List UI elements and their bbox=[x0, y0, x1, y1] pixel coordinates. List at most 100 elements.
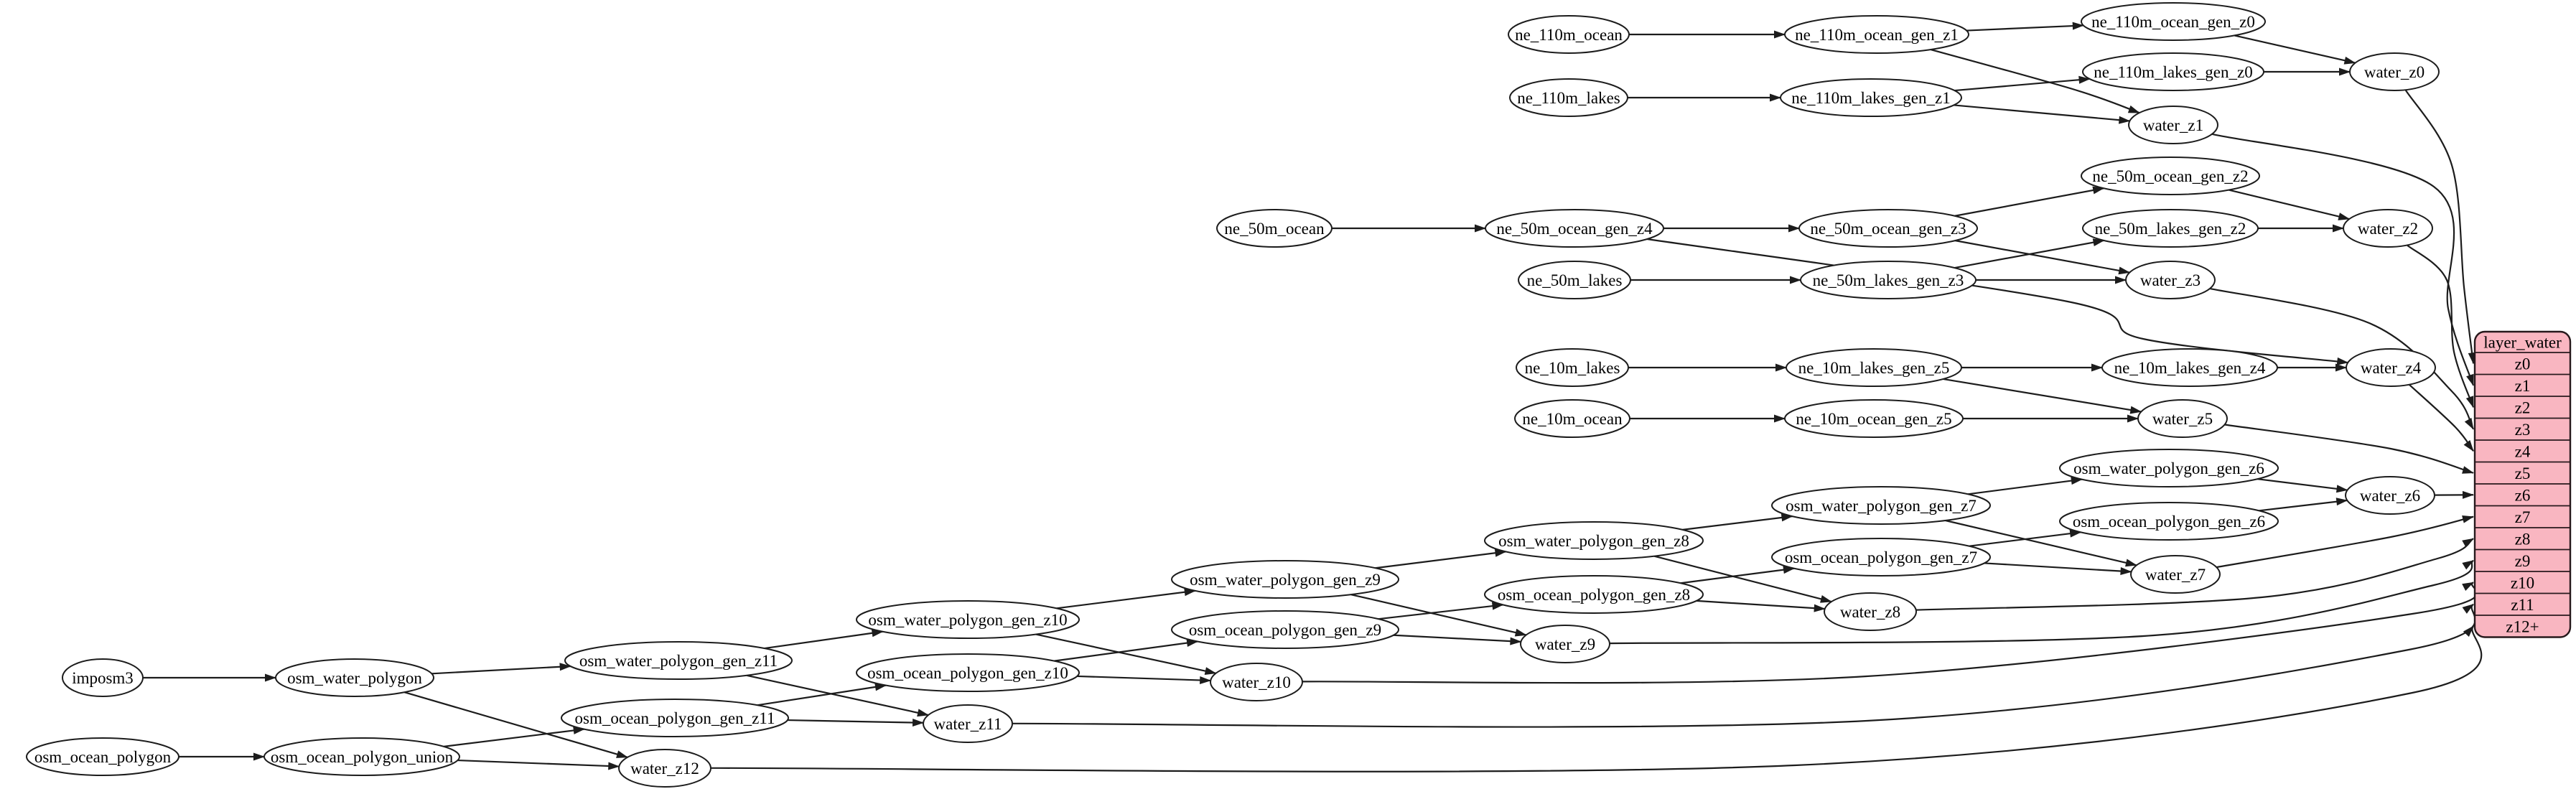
graph-node-ne_110m_ocean: ne_110m_ocean bbox=[1508, 15, 1630, 54]
ne_50m_lakes-ellipse bbox=[1518, 261, 1631, 299]
water_z7-ellipse bbox=[2130, 555, 2221, 594]
osm_ocean_polygon_gen_z9-ellipse bbox=[1171, 610, 1399, 649]
edge-water_z10-to-layer_water-z10 bbox=[1302, 582, 2478, 684]
graph-node-osm_ocean_polygon_union: osm_ocean_polygon_union bbox=[263, 737, 460, 776]
water_z12-ellipse bbox=[618, 749, 711, 788]
edge-osm_water_polygon_gen_z7-to-water_z7 bbox=[1945, 519, 2137, 567]
edge-water_z8-to-layer_water-z8 bbox=[1915, 538, 2474, 611]
graph-node-ne_50m_lakes_gen_z3: ne_50m_lakes_gen_z3 bbox=[1800, 261, 1977, 299]
graph-node-ne_110m_lakes_gen_z1: ne_110m_lakes_gen_z1 bbox=[1780, 78, 1962, 117]
water_z2-ellipse bbox=[2343, 209, 2433, 248]
table-row-label-z7: z7 bbox=[2515, 508, 2531, 526]
node-label-ne_50m_lakes_gen_z3: ne_50m_lakes_gen_z3 bbox=[1813, 271, 1964, 289]
node-label-water_z12: water_z12 bbox=[630, 760, 699, 778]
node-label-water_z9: water_z9 bbox=[1535, 635, 1595, 653]
graph-node-ne_50m_ocean_gen_z4: ne_50m_ocean_gen_z4 bbox=[1485, 209, 1664, 248]
node-label-ne_50m_ocean_gen_z2: ne_50m_ocean_gen_z2 bbox=[2092, 167, 2248, 185]
graph-node-ne_50m_ocean: ne_50m_ocean bbox=[1216, 209, 1333, 248]
graph-node-water_z11: water_z11 bbox=[923, 704, 1013, 743]
node-label-osm_ocean_polygon_gen_z7: osm_ocean_polygon_gen_z7 bbox=[1785, 548, 1977, 566]
edge-ne_50m_lakes_gen_z3-to-ne_50m_lakes_gen_z2 bbox=[1954, 238, 2105, 269]
node-label-water_z5: water_z5 bbox=[2152, 410, 2213, 428]
graph-node-water_z3: water_z3 bbox=[2125, 261, 2216, 299]
graph-node-osm_water_polygon_gen_z7: osm_water_polygon_gen_z7 bbox=[1771, 486, 1991, 525]
ne_110m_ocean_gen_z0-ellipse bbox=[2081, 2, 2266, 41]
node-label-osm_water_polygon_gen_z8: osm_water_polygon_gen_z8 bbox=[1498, 532, 1689, 550]
graph-node-water_z12: water_z12 bbox=[618, 749, 711, 788]
ne_10m_ocean-ellipse bbox=[1514, 399, 1630, 438]
node-label-osm_ocean_polygon_gen_z9: osm_ocean_polygon_gen_z9 bbox=[1189, 621, 1381, 639]
node-label-water_z10: water_z10 bbox=[1222, 673, 1291, 691]
osm_ocean_polygon_gen_z11-ellipse bbox=[561, 699, 789, 737]
graph-node-ne_110m_ocean_gen_z1: ne_110m_ocean_gen_z1 bbox=[1784, 15, 1969, 54]
graph-node-water_z8: water_z8 bbox=[1824, 592, 1917, 631]
ne_10m_lakes_gen_z5-ellipse bbox=[1786, 348, 1962, 387]
osm_ocean_polygon_gen_z7-ellipse bbox=[1771, 538, 1991, 576]
water_z10-ellipse bbox=[1210, 663, 1303, 701]
osm_ocean_polygon_union-ellipse bbox=[263, 737, 460, 776]
edge-osm_water_polygon_gen_z8-to-water_z8 bbox=[1653, 555, 1832, 603]
node-label-osm_ocean_polygon_gen_z11: osm_ocean_polygon_gen_z11 bbox=[575, 709, 775, 727]
ne_50m_lakes_gen_z2-ellipse bbox=[2082, 209, 2259, 248]
table-row-label-z3: z3 bbox=[2515, 421, 2531, 439]
node-label-water_z4: water_z4 bbox=[2361, 359, 2422, 377]
node-label-ne_110m_lakes_gen_z1: ne_110m_lakes_gen_z1 bbox=[1791, 89, 1950, 107]
graph-node-osm_ocean_polygon: osm_ocean_polygon bbox=[26, 737, 179, 776]
node-label-ne_50m_lakes_gen_z2: ne_50m_lakes_gen_z2 bbox=[2095, 220, 2246, 238]
edge-osm_water_polygon_gen_z11-to-water_z11 bbox=[746, 674, 929, 717]
node-label-osm_ocean_polygon_gen_z8: osm_ocean_polygon_gen_z8 bbox=[1498, 586, 1690, 604]
graph-node-osm_ocean_polygon_gen_z9: osm_ocean_polygon_gen_z9 bbox=[1171, 610, 1399, 649]
layer-water-table-title: layer_water bbox=[2483, 334, 2562, 352]
water_z1-ellipse bbox=[2128, 106, 2218, 144]
node-label-water_z2: water_z2 bbox=[2358, 220, 2418, 238]
graph-node-osm_ocean_polygon_gen_z7: osm_ocean_polygon_gen_z7 bbox=[1771, 538, 1991, 576]
edge-water_z9-to-layer_water-z9 bbox=[1609, 559, 2474, 645]
node-label-ne_110m_ocean: ne_110m_ocean bbox=[1515, 26, 1623, 44]
node-label-ne_50m_ocean_gen_z3: ne_50m_ocean_gen_z3 bbox=[1810, 220, 1966, 238]
edge-osm_ocean_polygon_gen_z11-to-osm_ocean_polygon_gen_z10 bbox=[757, 683, 887, 706]
graph-nodes: ne_110m_ocean ne_110m_ocean_gen_z1 ne_110m… bbox=[26, 2, 2440, 788]
ne_10m_lakes-ellipse bbox=[1516, 348, 1629, 387]
water_z11-ellipse bbox=[923, 704, 1013, 743]
graph-node-water_z6: water_z6 bbox=[2345, 476, 2435, 515]
graph-node-ne_110m_ocean_gen_z0: ne_110m_ocean_gen_z0 bbox=[2081, 2, 2266, 41]
node-label-ne_110m_ocean_gen_z0: ne_110m_ocean_gen_z0 bbox=[2091, 13, 2255, 31]
edge-ne_110m_ocean_gen_z0-to-water_z0 bbox=[2234, 34, 2356, 65]
layer-water-table: layer_waterz0z1z2z3z4z5z6z7z8z9z10z11z12… bbox=[2473, 330, 2572, 638]
node-label-ne_10m_ocean: ne_10m_ocean bbox=[1522, 410, 1623, 428]
water_z9-ellipse bbox=[1520, 625, 1610, 663]
edge-osm_ocean_polygon_gen_z10-to-water_z10 bbox=[1077, 675, 1212, 684]
table-row-label-z6: z6 bbox=[2515, 486, 2531, 504]
node-label-ne_50m_ocean: ne_50m_ocean bbox=[1224, 220, 1325, 238]
node-label-osm_water_polygon_gen_z11: osm_water_polygon_gen_z11 bbox=[579, 652, 778, 670]
node-label-ne_50m_ocean_gen_z4: ne_50m_ocean_gen_z4 bbox=[1496, 220, 1653, 238]
edge-osm_water_polygon_gen_z9-to-water_z9 bbox=[1350, 594, 1527, 637]
edge-ne_50m_ocean_gen_z2-to-water_z2 bbox=[2229, 189, 2351, 220]
graph-node-ne_10m_lakes_gen_z5: ne_10m_lakes_gen_z5 bbox=[1786, 348, 1962, 387]
edge-water_z7-to-layer_water-z7 bbox=[2216, 515, 2474, 569]
graph-node-osm_ocean_polygon_gen_z6: osm_ocean_polygon_gen_z6 bbox=[2059, 502, 2279, 541]
graph-node-osm_ocean_polygon_gen_z11: osm_ocean_polygon_gen_z11 bbox=[561, 699, 789, 737]
node-label-ne_10m_lakes: ne_10m_lakes bbox=[1525, 359, 1620, 377]
edge-water_z4-to-layer_water-z4 bbox=[2408, 383, 2474, 452]
graph-node-water_z0: water_z0 bbox=[2349, 52, 2440, 91]
ne_50m_ocean_gen_z4-ellipse bbox=[1485, 209, 1664, 248]
node-label-ne_50m_lakes: ne_50m_lakes bbox=[1527, 271, 1623, 289]
node-label-ne_110m_lakes_gen_z0: ne_110m_lakes_gen_z0 bbox=[2094, 63, 2252, 81]
node-label-ne_110m_ocean_gen_z1: ne_110m_ocean_gen_z1 bbox=[1795, 26, 1959, 44]
edge-osm_water_polygon_gen_z11-to-osm_water_polygon_gen_z10 bbox=[764, 629, 884, 650]
edge-water_z3-to-layer_water-z3 bbox=[2209, 287, 2474, 430]
ne_50m_ocean_gen_z2-ellipse bbox=[2081, 157, 2260, 195]
ne_50m_ocean_gen_z3-ellipse bbox=[1798, 209, 1978, 248]
node-label-osm_water_polygon: osm_water_polygon bbox=[287, 669, 422, 687]
table-row-label-z4: z4 bbox=[2515, 442, 2531, 460]
node-label-osm_water_polygon_gen_z9: osm_water_polygon_gen_z9 bbox=[1190, 571, 1381, 589]
edge-ne_110m_lakes_gen_z1-to-water_z1 bbox=[1954, 104, 2131, 124]
ne_10m_lakes_gen_z4-ellipse bbox=[2101, 348, 2278, 387]
node-label-ne_10m_lakes_gen_z4: ne_10m_lakes_gen_z4 bbox=[2114, 359, 2266, 377]
table-row-label-z1: z1 bbox=[2515, 377, 2531, 395]
table-row-label-z5: z5 bbox=[2515, 464, 2531, 482]
node-label-osm_water_polygon_gen_z6: osm_water_polygon_gen_z6 bbox=[2073, 459, 2264, 477]
edge-osm_water_polygon_gen_z7-to-osm_water_polygon_gen_z6 bbox=[1967, 477, 2083, 495]
